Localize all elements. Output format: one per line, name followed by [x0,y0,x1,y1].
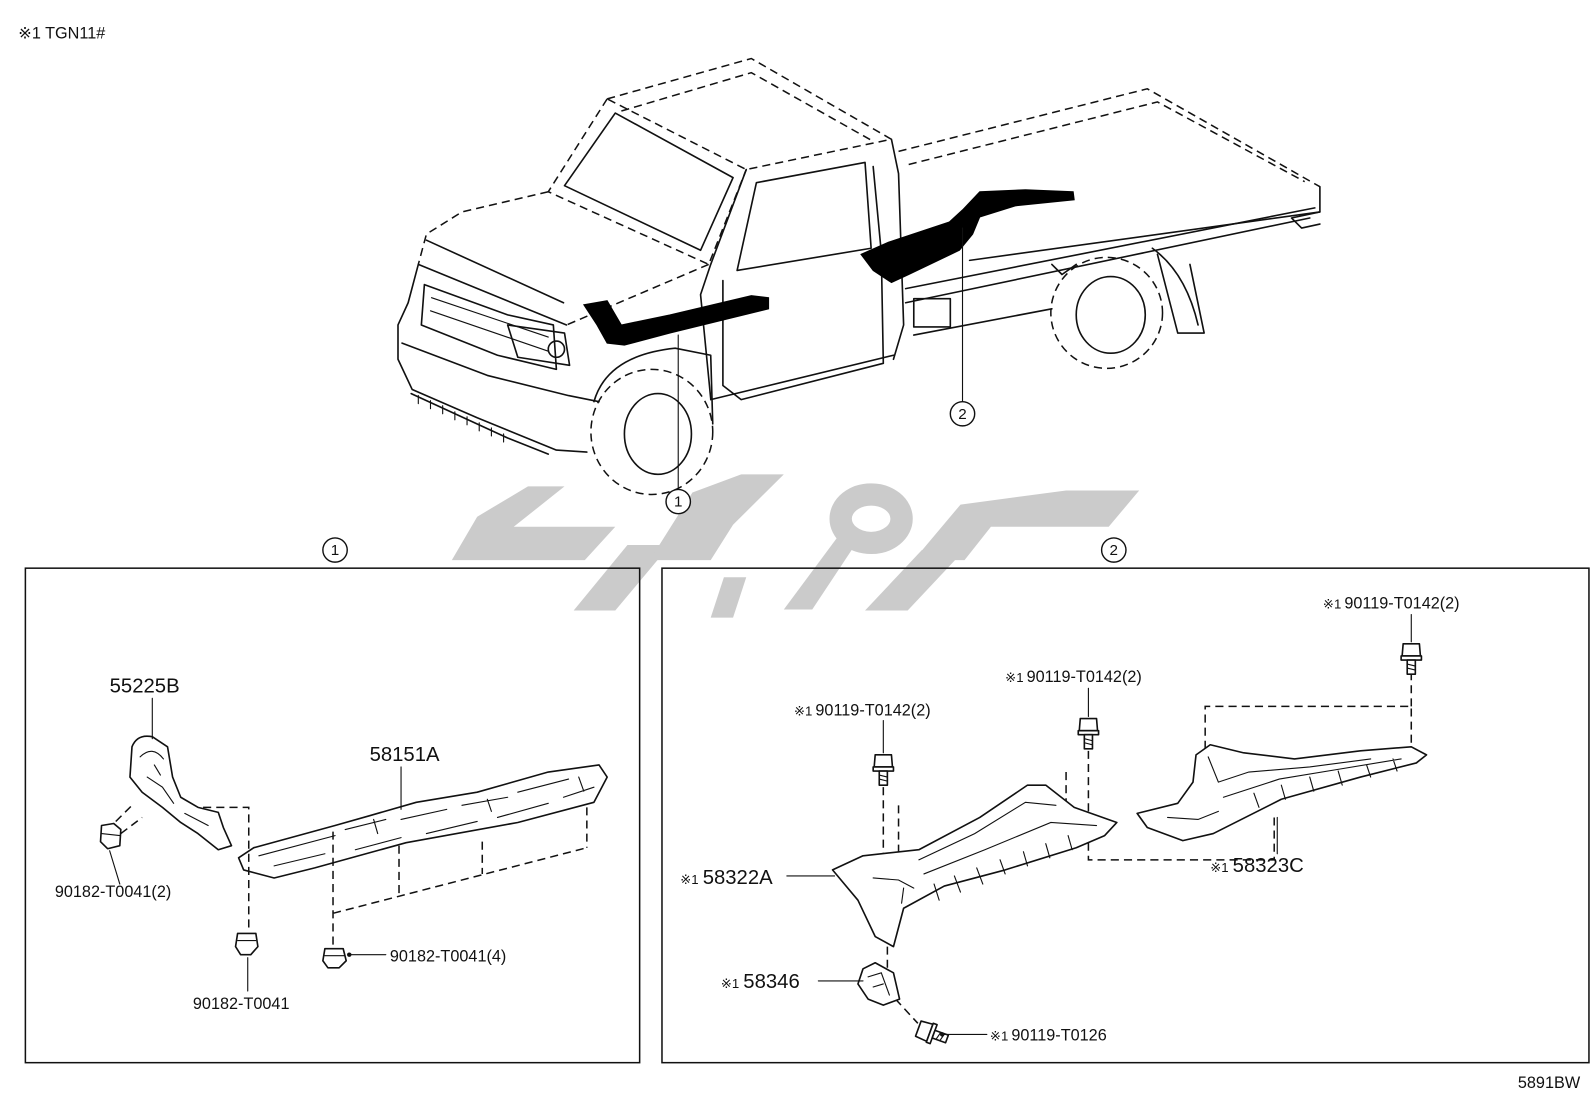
applicability-note: ※1 TGN11# [18,24,105,42]
rear-insulator-highlight [860,189,1075,284]
callout-number: 2 [958,406,966,423]
callout-number: 1 [674,494,682,511]
bolt-front [872,754,895,786]
panel-58322a [831,784,1118,948]
svg-text:1: 1 [331,542,339,559]
group-1-label: 1 [322,537,348,563]
bolt-middle [1077,717,1100,750]
part-number-55225b[interactable]: 55225B [110,675,180,697]
clip-bracket [99,822,122,850]
leader-dot [347,952,352,957]
group-2-frame [661,567,1590,1064]
bolt-bracket [914,1020,950,1045]
group-1-frame [24,567,641,1064]
front-insulator-highlight [582,295,770,346]
part-number-58151a[interactable]: 58151A [370,744,440,766]
clip-single [234,932,259,956]
fastener-number-clip-bracket[interactable]: 90182-T0041(2) [55,883,171,901]
overview-callout-2[interactable]: 2 [949,227,976,427]
leader-dot [939,1032,945,1037]
bracket-55225b [129,735,233,851]
panel-58323c [1136,743,1428,842]
illustration-code: 5891BW [1518,1074,1581,1092]
group-1-assembly-lines [203,806,588,945]
leader-clip-bracket [109,850,121,885]
clip-panel [322,947,348,969]
overview-callout-1[interactable]: 1 [665,334,692,515]
truck-overview-illustration [397,57,1321,496]
panel-58151a [237,764,608,879]
watermark-logo [451,474,1140,618]
fastener-number-clip-panel[interactable]: 90182-T0041(4) [390,948,506,966]
group-2-assembly-lines [882,672,1413,1024]
bracket-clip-dashed-line [115,802,143,835]
group-2-label: 2 [1100,537,1127,563]
bolt-rear [1400,643,1423,675]
svg-text:2: 2 [1110,542,1118,559]
bracket-58346 [857,961,901,1006]
fastener-number-clip-single[interactable]: 90182-T0041 [193,995,290,1013]
